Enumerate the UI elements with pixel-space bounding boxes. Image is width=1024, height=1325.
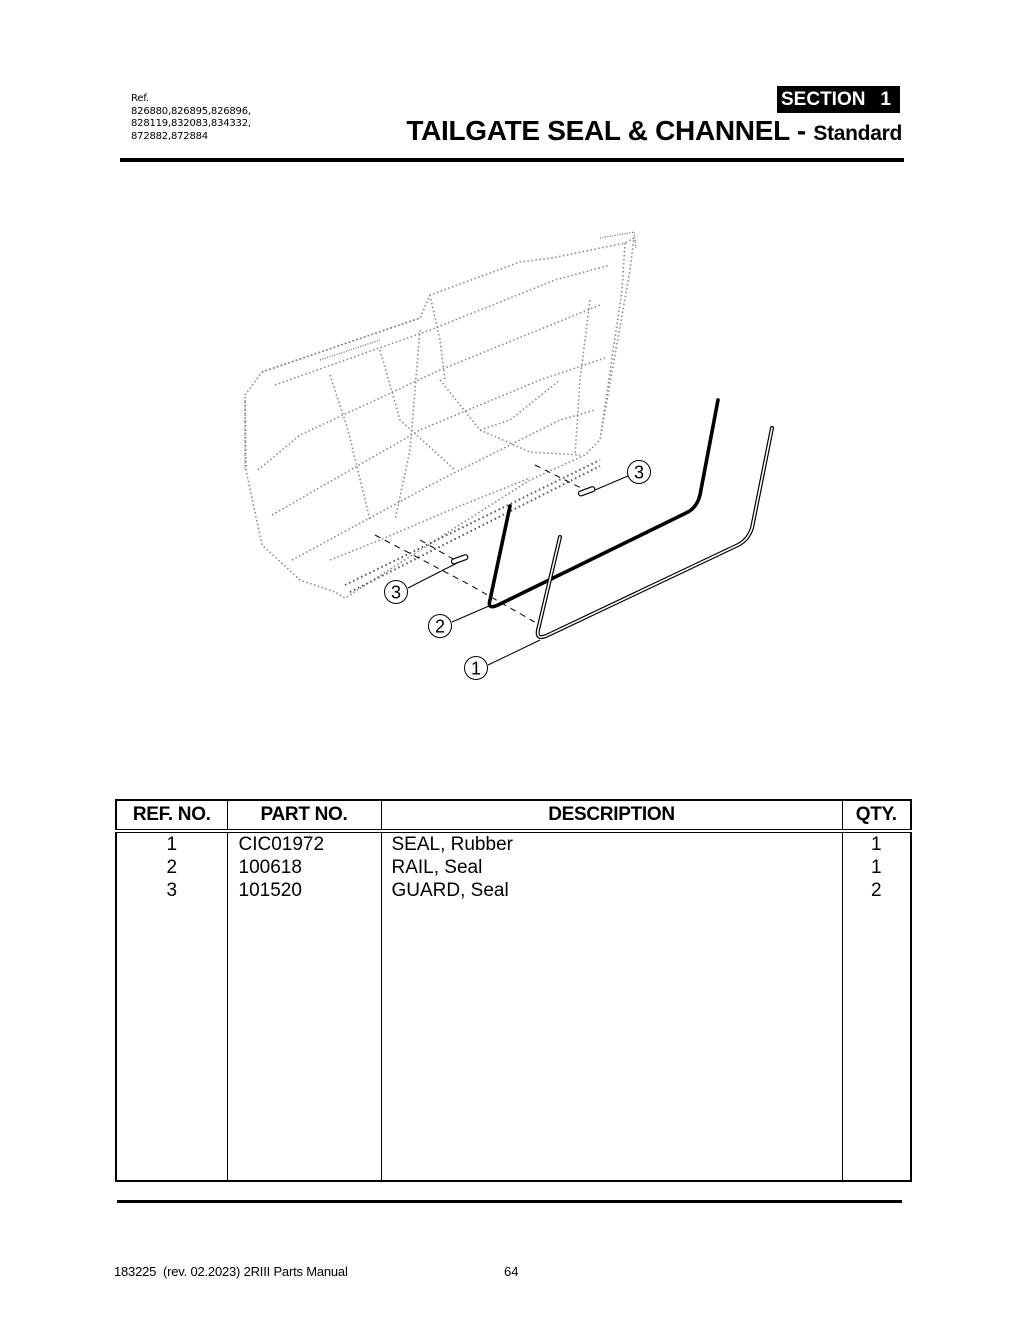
cell-qty: 1	[841, 856, 911, 879]
page-title: TAILGATE SEAL & CHANNEL - Standard	[406, 114, 902, 151]
reference-model-numbers: Ref. 826880,826895,826896, 828119,832083…	[131, 93, 251, 143]
cell-description: GUARD, Seal	[380, 879, 842, 902]
table-header-row: REF. NO. PART NO. DESCRIPTION QTY.	[116, 800, 911, 833]
column-header-ref-no: REF. NO.	[116, 800, 227, 833]
section-number: 1	[880, 89, 891, 110]
svg-text:3: 3	[634, 463, 644, 483]
ref-numbers-line: 828119,832083,834332,	[131, 118, 251, 129]
empty-cell	[380, 902, 842, 1181]
empty-cell	[841, 902, 911, 1181]
title-separator: -	[789, 115, 814, 146]
guard-seal-upper	[577, 486, 596, 497]
svg-text:1: 1	[471, 659, 481, 679]
callout-1: 1	[464, 656, 488, 680]
ref-numbers-line: 872882,872884	[131, 130, 208, 142]
empty-cell	[116, 902, 227, 1181]
exploded-parts-diagram: 3 3 2 1	[244, 231, 774, 680]
footer-divider	[117, 1200, 902, 1203]
section-badge: SECTION 1	[777, 86, 900, 113]
cell-ref-no: 2	[166, 857, 178, 878]
callout-3-lower: 3	[384, 580, 408, 604]
title-subtitle: Standard	[813, 122, 902, 145]
table-row: 1 CIC01972 SEAL, Rubber 1	[116, 831, 911, 856]
cell-part-no: 101520	[226, 879, 381, 902]
cell-description: SEAL, Rubber	[380, 831, 842, 856]
table-row: 2 100618 RAIL, Seal 1	[116, 856, 911, 879]
footer-document-info: 183225 (rev. 02.2023) 2RIII Parts Manual	[114, 1264, 348, 1279]
title-main: TAILGATE SEAL & CHANNEL	[406, 115, 790, 146]
section-label: SECTION	[781, 89, 866, 110]
callout-balloons: 3 3 2 1	[384, 460, 651, 680]
callout-3-upper: 3	[627, 460, 651, 484]
cell-qty: 2	[841, 879, 911, 902]
column-header-qty: QTY.	[841, 800, 911, 833]
cell-qty: 1	[841, 831, 911, 856]
parts-table: REF. NO. PART NO. DESCRIPTION QTY. 1 CIC…	[115, 799, 912, 1182]
cell-ref-no: 1	[166, 834, 178, 855]
column-header-part-no: PART NO.	[226, 800, 381, 833]
seal-rail	[487, 398, 720, 609]
callout-leaders	[407, 475, 629, 666]
tailgate-bottom-edge	[344, 459, 601, 593]
assembly-guide-lines	[374, 464, 586, 626]
cell-part-no: 100618	[226, 856, 381, 879]
header-divider	[120, 158, 904, 162]
empty-cell	[226, 902, 381, 1181]
column-header-description: DESCRIPTION	[380, 800, 842, 833]
tailgate-frame-ghost	[244, 236, 635, 599]
cell-ref-no: 3	[166, 880, 178, 901]
ref-label: Ref.	[131, 93, 149, 104]
cell-description: RAIL, Seal	[380, 856, 842, 879]
rubber-seal-core	[536, 427, 773, 638]
callout-2: 2	[428, 614, 452, 638]
table-row: 3 101520 GUARD, Seal 2	[116, 879, 911, 902]
frame-dense-marks	[244, 231, 637, 470]
table-empty-space	[116, 902, 911, 1181]
ref-numbers-line: 826880,826895,826896,	[131, 105, 251, 117]
page-number: 64	[504, 1264, 519, 1279]
guard-seal-lower	[450, 554, 469, 565]
rubber-seal-outline	[535, 426, 774, 640]
svg-text:3: 3	[391, 583, 401, 603]
cell-part-no: CIC01972	[226, 831, 381, 856]
svg-text:2: 2	[435, 617, 445, 637]
